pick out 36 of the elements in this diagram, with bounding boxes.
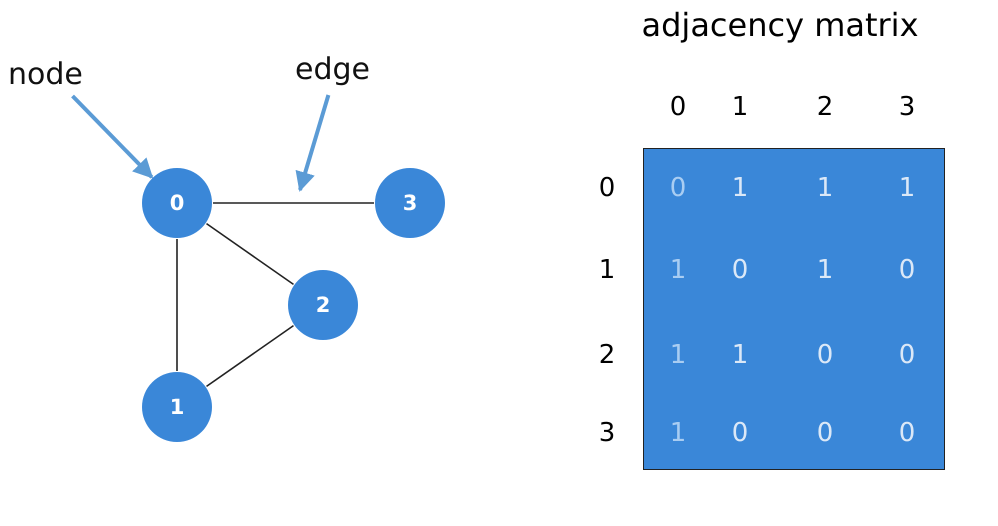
graph-edge-line — [206, 324, 294, 388]
row-header: 0 — [598, 175, 616, 201]
matrix-value: 0 — [816, 342, 834, 368]
leader-arrow — [296, 94, 330, 192]
matrix-value: 1 — [670, 342, 686, 368]
matrix-value: 1 — [670, 420, 686, 446]
column-header: 3 — [898, 94, 916, 120]
matrix-value: 1 — [816, 257, 834, 283]
column-header: 1 — [732, 94, 748, 120]
graph-node-circle: 1 — [142, 372, 212, 442]
matrix-value: 1 — [816, 175, 834, 201]
matrix-value: 0 — [898, 420, 916, 446]
row-header: 1 — [598, 257, 616, 283]
matrix-title: adjacency matrix — [642, 9, 918, 41]
column-header: 0 — [670, 94, 686, 120]
matrix-value: 1 — [732, 342, 748, 368]
callout-text: edge — [295, 55, 370, 85]
matrix-value: 0 — [732, 257, 748, 283]
matrix-value: 0 — [732, 420, 748, 446]
matrix-value: 0 — [898, 342, 916, 368]
matrix-value: 1 — [670, 257, 686, 283]
callout-text: node — [8, 60, 83, 90]
matrix-value: 1 — [732, 175, 748, 201]
graph-edge-line — [213, 202, 374, 204]
graph-node-circle: 0 — [142, 168, 212, 238]
graph-edge-line — [176, 239, 178, 371]
matrix-value: 0 — [670, 175, 686, 201]
matrix-value: 0 — [898, 257, 916, 283]
matrix-value: 0 — [816, 420, 834, 446]
row-header: 3 — [598, 420, 616, 446]
graph-node-circle: 3 — [375, 168, 445, 238]
leader-arrow — [71, 94, 154, 179]
graph-node-circle: 2 — [288, 270, 358, 340]
matrix-value: 1 — [898, 175, 916, 201]
column-header: 2 — [816, 94, 834, 120]
row-header: 2 — [598, 342, 616, 368]
